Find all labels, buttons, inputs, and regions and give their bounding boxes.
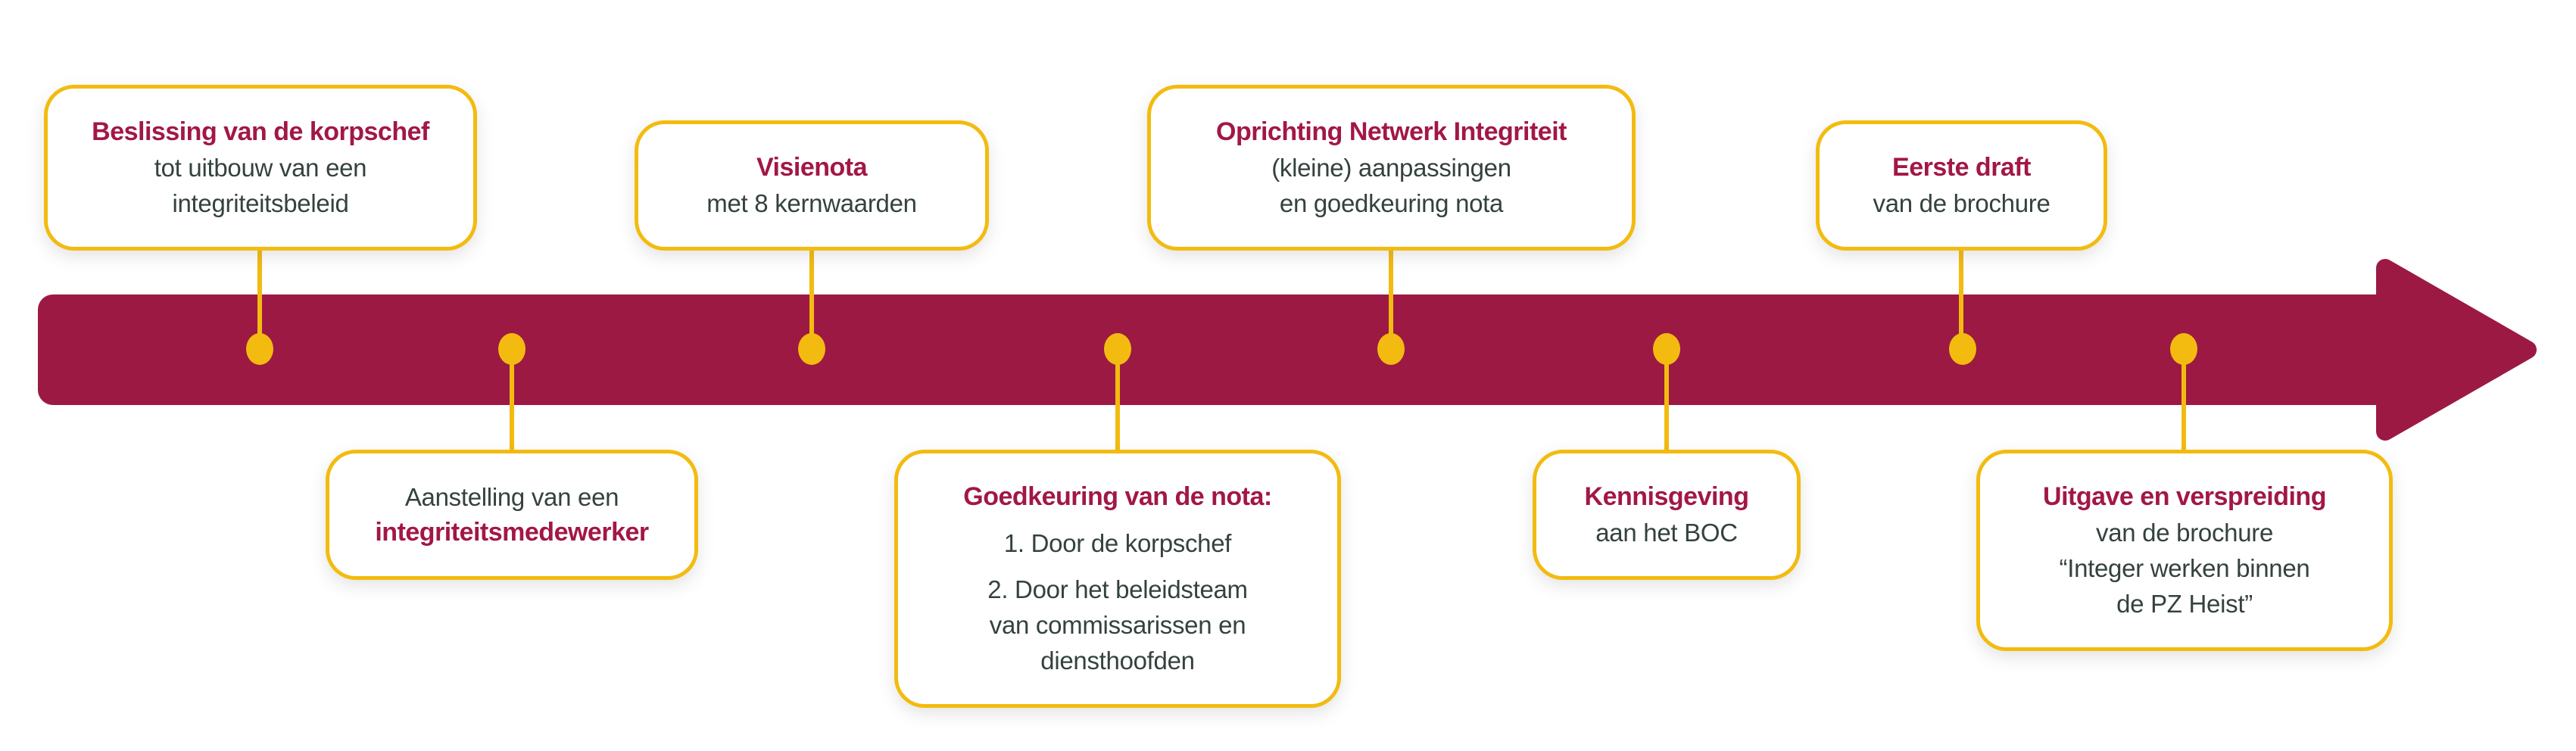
timeline-dot-4	[1104, 333, 1131, 365]
milestone-text: “Integer werken binnen	[2059, 554, 2310, 582]
milestone-title: Eerste draft	[1892, 153, 2031, 182]
timeline-dot-6	[1653, 333, 1680, 365]
milestone-box-4: Goedkeuring van de nota: 1. Door de korp…	[894, 450, 1341, 708]
milestone-text: Aanstelling van een	[404, 483, 619, 511]
milestone-text: (kleine) aanpassingen	[1271, 154, 1511, 182]
connector-line-3	[809, 244, 814, 351]
timeline-dot-2	[498, 333, 525, 365]
milestone-title: Goedkeuring van de nota:	[963, 482, 1272, 511]
timeline-dot-8	[2170, 333, 2197, 365]
milestone-text: met 8 kernwaarden	[706, 189, 917, 217]
timeline-dot-5	[1377, 333, 1405, 365]
connector-line-2	[510, 348, 514, 456]
milestone-text: van de brochure	[1873, 189, 2051, 217]
connector-line-4	[1115, 348, 1120, 456]
milestone-box-2: Aanstelling van een integriteitsmedewerk…	[326, 450, 698, 580]
milestone-list-item-2: 2. Door het beleidsteam	[987, 575, 1248, 603]
milestone-box-6: Kennisgeving aan het BOC	[1533, 450, 1801, 580]
milestone-text: de PZ Heist”	[2116, 590, 2253, 618]
timeline-dot-3	[798, 333, 825, 365]
timeline-dot-7	[1949, 333, 1976, 365]
milestone-box-1: Beslissing van de korpschef tot uitbouw …	[44, 85, 477, 251]
milestone-title: Uitgave en verspreiding	[2043, 482, 2326, 511]
milestone-list-item-1: 1. Door de korpschef	[1003, 529, 1232, 557]
milestone-text: diensthoofden	[1040, 647, 1195, 675]
timeline-dot-1	[246, 333, 273, 365]
milestone-box-8: Uitgave en verspreiding van de brochure …	[1976, 450, 2393, 651]
milestone-text: integriteitsbeleid	[172, 189, 349, 217]
milestone-title: Beslissing van de korpschef	[92, 117, 429, 146]
connector-line-7	[1959, 244, 1963, 351]
milestone-text: en goedkeuring nota	[1279, 189, 1504, 217]
connector-line-8	[2181, 348, 2186, 456]
milestone-title: integriteitsmedewerker	[375, 518, 649, 547]
milestone-title: Visienota	[756, 153, 868, 182]
arrow-right-icon	[2376, 259, 2537, 441]
milestone-text: van de brochure	[2096, 519, 2273, 547]
milestone-box-7: Eerste draft van de brochure	[1816, 120, 2107, 251]
milestone-title: Oprichting Netwerk Integriteit	[1216, 117, 1567, 146]
milestone-box-5: Oprichting Netwerk Integriteit (kleine) …	[1147, 85, 1636, 251]
timeline-bar	[38, 294, 2385, 405]
milestone-text: van commissarissen en	[989, 611, 1246, 639]
connector-line-5	[1389, 244, 1393, 351]
connector-line-1	[257, 244, 262, 351]
milestone-text: tot uitbouw van een	[154, 154, 367, 182]
milestone-text: aan het BOC	[1595, 519, 1738, 547]
milestone-box-3: Visienota met 8 kernwaarden	[635, 120, 989, 251]
connector-line-6	[1664, 348, 1669, 456]
milestone-title: Kennisgeving	[1584, 482, 1749, 511]
